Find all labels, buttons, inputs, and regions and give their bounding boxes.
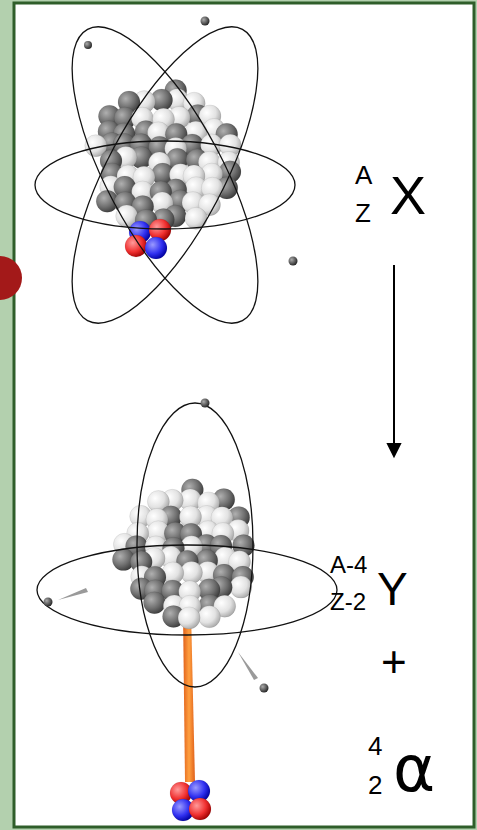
nucleon bbox=[145, 237, 167, 259]
element-symbol: X bbox=[390, 168, 426, 222]
mass-number: A bbox=[355, 162, 372, 188]
alpha-particle bbox=[170, 780, 211, 821]
ejected-electrons bbox=[44, 399, 269, 693]
nucleon bbox=[144, 592, 166, 614]
nucleon bbox=[125, 235, 147, 257]
nucleon bbox=[185, 207, 207, 229]
nucleon bbox=[178, 607, 200, 629]
particle-symbol: α bbox=[393, 737, 435, 801]
daughter-orbits bbox=[37, 403, 337, 687]
red-tab bbox=[0, 256, 22, 300]
atomic-number: Z-2 bbox=[330, 590, 366, 614]
element-symbol: Y bbox=[377, 566, 408, 612]
parent-electrons bbox=[84, 17, 298, 266]
mass-number: A-4 bbox=[330, 553, 367, 577]
nucleon bbox=[230, 576, 252, 598]
mass-number: 4 bbox=[368, 733, 382, 759]
atomic-number: Z bbox=[355, 200, 371, 226]
white-panel bbox=[14, 3, 474, 827]
alpha-ray bbox=[183, 612, 195, 782]
plus-sign: + bbox=[381, 640, 407, 684]
parent-orbits bbox=[35, 2, 295, 348]
daughter-nucleus bbox=[112, 479, 254, 629]
atomic-number: 2 bbox=[368, 772, 382, 798]
nucleon bbox=[189, 798, 211, 820]
nucleon bbox=[198, 606, 220, 628]
decay-arrow bbox=[388, 265, 400, 456]
parent-nucleus bbox=[85, 80, 241, 259]
